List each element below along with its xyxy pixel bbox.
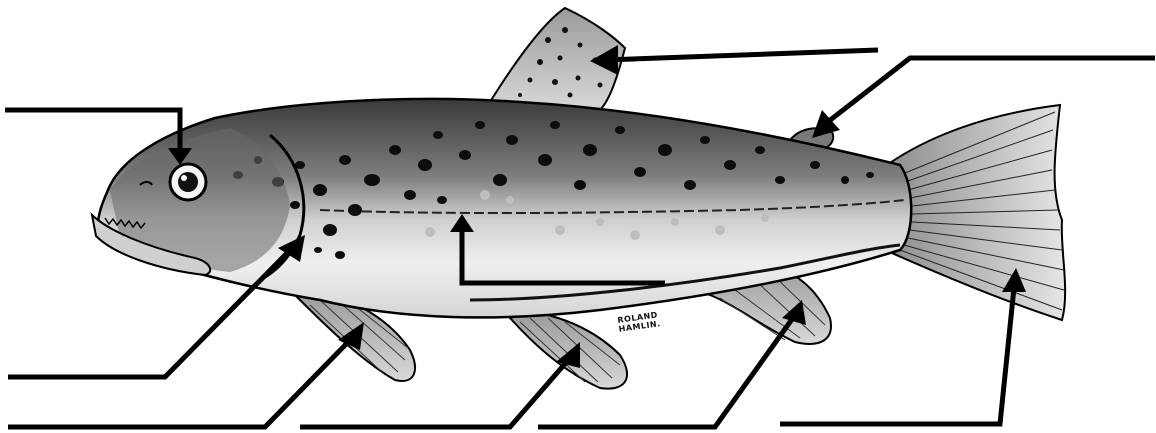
pupil [178, 172, 198, 192]
leader-adipose-fin [820, 58, 1155, 128]
eye-glint [181, 175, 187, 181]
pelvic-fin [510, 312, 627, 389]
leader-pelvic-fin [300, 358, 570, 427]
leader-dorsal-fin [605, 50, 878, 60]
leader-pectoral-fin [8, 335, 355, 427]
